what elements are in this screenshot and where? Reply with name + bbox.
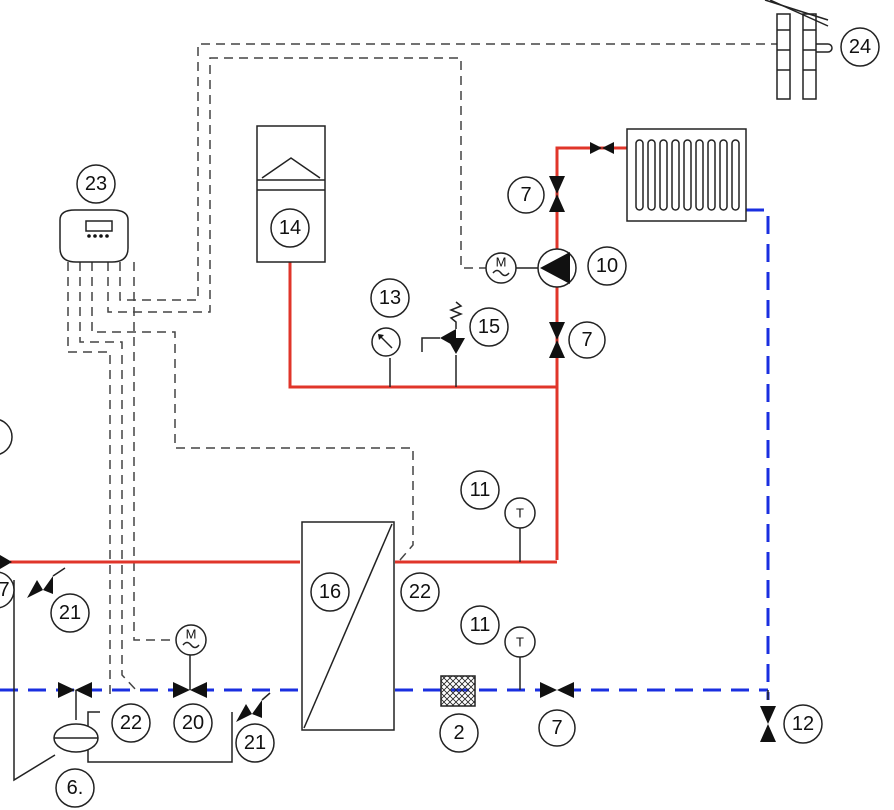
control-line-aux <box>67 262 111 700</box>
callout-7-lower-label: 7 <box>581 329 592 351</box>
temperature-symbol-upper: T <box>516 506 524 521</box>
callout-16 <box>310 572 350 612</box>
arrow-left-hot <box>0 555 12 569</box>
temperature-sensor-icon-upper <box>504 497 536 529</box>
hot-line-boiler <box>288 262 557 389</box>
callout-22-left <box>111 703 151 743</box>
control-line-to-valve-20 <box>133 262 176 641</box>
heat-exchanger <box>301 521 395 731</box>
valve-20-motor-symbol: M <box>186 627 197 642</box>
callout-10 <box>587 246 627 286</box>
control-line-to-sensor-22-left <box>79 262 139 693</box>
control-line-to-pump <box>107 57 490 313</box>
callout-24-label: 24 <box>849 36 871 58</box>
cold-line-return-riser <box>746 208 770 700</box>
safety-valve-icon <box>421 301 465 354</box>
callout-14-label: 14 <box>279 217 301 239</box>
callout-6-label: 6. <box>67 777 84 799</box>
callout-16-label: 16 <box>319 581 341 603</box>
motorized-valve-20 <box>173 682 207 698</box>
callout-10-label: 10 <box>596 255 618 277</box>
partial-callout-7-left <box>0 571 15 609</box>
temperature-sensor-icon-lower <box>504 626 536 658</box>
solar-collector <box>764 0 833 100</box>
partial-callout-7-left-label: 7 <box>0 579 10 601</box>
callout-23-label: 23 <box>85 173 107 195</box>
valve-left-cold <box>58 682 92 698</box>
bypass-loop <box>87 711 233 763</box>
control-line-to-sensor-22-right <box>91 262 414 561</box>
check-valve-21-upper <box>27 576 53 598</box>
callout-24 <box>840 27 880 67</box>
callout-12 <box>783 704 823 744</box>
callout-11-upper <box>460 470 500 510</box>
callout-7-upper-label: 7 <box>520 184 531 206</box>
controller-unit <box>59 209 129 263</box>
control-wiring <box>67 43 790 700</box>
callout-21-upper-label: 21 <box>59 602 81 624</box>
callout-21-lower-label: 21 <box>244 732 266 754</box>
drain-valve-12 <box>760 706 776 742</box>
callout-22-right <box>400 572 440 612</box>
callout-7-bottom-label: 7 <box>551 717 562 739</box>
valve-20-motor-icon <box>175 624 207 656</box>
check-valve-21-lower <box>236 700 262 722</box>
callout-2 <box>439 713 479 753</box>
callout-6 <box>55 768 95 808</box>
partial-callout-left <box>0 419 13 455</box>
pump-motor-symbol: M <box>496 255 507 270</box>
radiator-valve <box>590 142 614 154</box>
callout-7-lower <box>568 321 606 359</box>
callout-22-left-label: 22 <box>120 712 142 734</box>
callout-20-label: 20 <box>182 712 204 734</box>
callout-13-label: 13 <box>379 287 401 309</box>
temperature-symbol-lower: T <box>516 635 524 650</box>
valve-7-upper <box>549 176 565 212</box>
radiator <box>626 128 747 222</box>
callout-14 <box>270 208 310 248</box>
callout-15 <box>469 307 509 347</box>
callout-11-lower-label: 11 <box>470 614 491 636</box>
filter-icon <box>440 675 476 707</box>
callout-21-lower <box>235 723 275 763</box>
callout-11-lower <box>460 605 500 645</box>
callout-20 <box>173 703 213 743</box>
callout-15-label: 15 <box>478 316 500 338</box>
callout-2-label: 2 <box>453 722 464 744</box>
callout-13 <box>370 278 410 318</box>
callout-7-upper <box>507 176 545 214</box>
callout-23 <box>76 164 116 204</box>
callout-12-label: 12 <box>792 713 814 735</box>
circulation-pump <box>537 248 577 288</box>
callout-11-upper-label: 11 <box>470 479 491 501</box>
valve-7-lower <box>549 322 565 358</box>
callout-21-upper <box>50 593 90 633</box>
callout-22-right-label: 22 <box>409 581 431 603</box>
valve-7-bottom <box>540 682 574 698</box>
callout-7-bottom <box>538 709 576 747</box>
left-branch <box>13 580 56 782</box>
